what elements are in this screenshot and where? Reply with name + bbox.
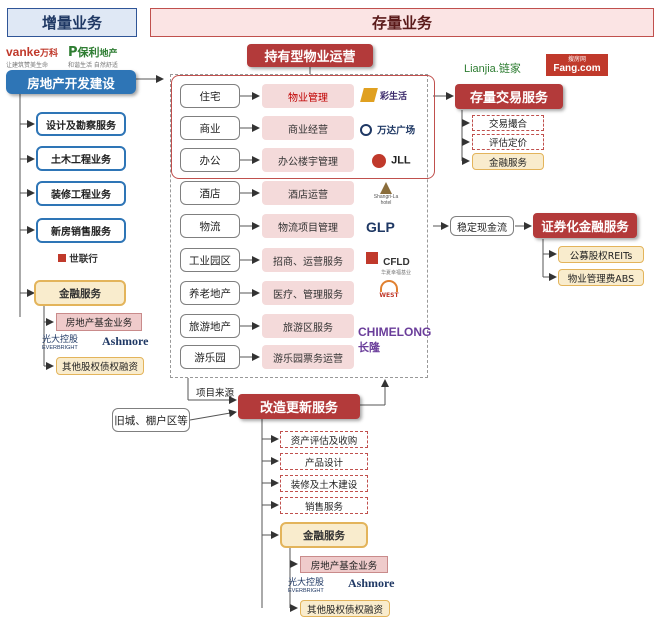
left-everbright-logo-cn: 光大控股 [42,335,79,345]
stock-trade-service-title: 存量交易服务 [455,84,563,109]
trade-finance-service: 金融服务 [472,153,544,170]
decoration-civil-construction: 装修及土木建设 [280,475,368,492]
renewal-everbright-logo-en: EVERBRIGHT [288,588,324,594]
shilianhang-logo: 世联行 [48,250,108,266]
asset-valuation-acquisition: 资产评估及收购 [280,431,368,448]
chimelong-logo-en: CHIMELONG [358,325,432,339]
renewal-service-title: 改造更新服务 [238,394,360,419]
operation-service-box: 物业管理 [262,84,354,108]
left-fund-business: 房地产基金业务 [56,313,142,331]
vanke-logo-tagline: 让建筑赞美生命 [6,62,49,69]
west-logo-text: WEST [379,292,399,299]
trade-matching: 交易撮合 [472,115,544,131]
property-type-box: 工业园区 [180,248,240,272]
renewal-ashmore-logo: Ashmore [348,576,395,590]
fang-logo-cn: 搜房网 [567,56,586,63]
renewal-other-equity-debt: 其他股权债权融资 [300,600,390,617]
jll-logo-text: JLL [391,154,411,167]
baoli-logo-tagline: 和谐生活 自然舒适 [68,62,118,69]
left-everbright-logo-en: EVERBRIGHT [42,345,78,351]
shilianhang-logo-text: 世联行 [69,254,98,265]
incremental-business-header: 增量业务 [7,8,137,37]
vanke-logo-cn: 万科 [40,49,59,59]
stable-cashflow-label: 稳定现金流 [450,216,514,236]
baoli-logo-cn: 保利 [77,46,100,59]
new-home-sales-service: 新房销售服务 [36,218,126,243]
operation-service-box: 酒店运营 [262,181,354,205]
product-design: 产品设计 [280,453,368,470]
chimelong-logo-cn: 长隆 [358,341,380,354]
glp-logo: GLP [366,219,395,235]
renewal-fund-business: 房地产基金业务 [300,556,388,573]
chimelong-logo: CHIMELONG 长隆 [358,325,432,357]
civil-engineering-service: 土木工程业务 [36,146,126,171]
shangrila-logo-text: Shangri-La hotel [373,194,399,206]
shangrila-logo: Shangri-La hotel [368,182,404,206]
property-type-box: 酒店 [180,181,240,205]
hold-ops-frame [170,74,428,378]
property-type-box: 物流 [180,214,240,238]
design-survey-service: 设计及勘察服务 [36,112,126,136]
operation-service-box: 招商、运营服务 [262,248,354,272]
operation-service-box: 旅游区服务 [262,314,354,338]
stock-business-header: 存量业务 [150,8,654,37]
property-type-box: 养老地产 [180,281,240,305]
property-type-box: 商业 [180,116,240,140]
property-type-box: 游乐园 [180,345,240,369]
valuation-pricing: 评估定价 [472,134,544,150]
property-development-box: 房地产开发建设 [6,70,136,94]
caishenghuo-logo: 彩生活 [360,86,412,106]
decoration-engineering-service: 装修工程业务 [36,181,126,206]
vanke-logo-en: vanke [6,45,41,59]
fang-logo-text: Fang.com [553,63,601,74]
fang-logo: 搜房网 Fang.com [546,54,608,76]
left-everbright-logo: 光大控股 EVERBRIGHT [42,332,100,354]
securitization-finance-title: 证券化金融服务 [533,213,637,238]
operation-service-box: 办公楼宇管理 [262,148,354,172]
caishenghuo-logo-text: 彩生活 [380,92,408,102]
lianjia-logo: Lianjia.链家 [464,63,521,75]
wanda-plaza-logo: 万达广场 [360,119,420,137]
property-type-box: 旅游地产 [180,314,240,338]
operation-service-box: 游乐园票务运营 [262,345,354,369]
renewal-everbright-logo: 光大控股 EVERBRIGHT [288,575,346,597]
jll-logo: JLL [372,150,412,168]
hold-ops-highlight-frame [171,75,435,179]
left-ashmore-logo: Ashmore [102,334,149,348]
cfld-logo-text: CFLD [383,257,410,268]
cfld-logo-cn: 华夏幸福基业 [381,270,412,276]
baoli-logo-suffix: 地产 [99,49,118,59]
cfld-logo: CFLD 华夏幸福基业 [366,250,418,276]
vanke-logo: vanke万科 让建筑赞美生命 [6,41,66,69]
operation-service-box: 商业经营 [262,116,354,140]
left-finance-service-box: 金融服务 [34,280,126,306]
public-reits: 公募股权REITs [558,246,644,263]
renewal-everbright-logo-cn: 光大控股 [288,578,325,588]
old-city-shantytown-input: 旧城、棚户区等 [112,408,190,432]
operation-service-box: 物流项目管理 [262,214,354,238]
property-type-box: 办公 [180,148,240,172]
renewal-finance-service-box: 金融服务 [280,522,368,548]
property-fee-abs: 物业管理费ABS [558,269,644,286]
west-logo: WEST [374,280,404,304]
project-source-label: 项目来源 [196,388,235,399]
wanda-plaza-logo-text: 万达广场 [377,125,416,137]
baoli-logo: P保利地产 和谐生活 自然舒适 [68,41,138,69]
property-type-box: 住宅 [180,84,240,108]
sales-service: 销售服务 [280,497,368,514]
hold-ops-title: 持有型物业运营 [247,44,373,67]
left-other-equity-debt: 其他股权债权融资 [56,357,144,375]
operation-service-box: 医疗、管理服务 [262,281,354,305]
